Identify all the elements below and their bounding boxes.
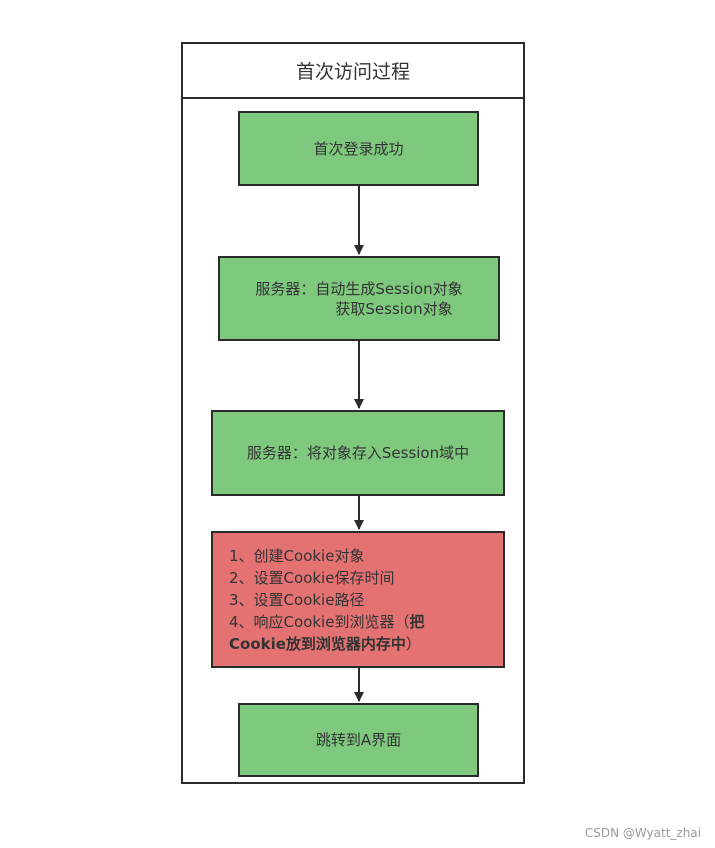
cookie-item-4-cont: Cookie放到浏览器内存中） [229,633,424,655]
cookie-item-3: 3、设置Cookie路径 [229,591,365,609]
cookie-item-4-suffix: ） [405,635,421,653]
cookie-item-4-bold-b: Cookie放到浏览器内存中 [229,635,406,653]
step-server-session: 服务器：自动生成Session对象 获取Session对象 [218,256,500,341]
cookie-item-1: 1、创建Cookie对象 [229,547,365,565]
cookie-item-2: 2、设置Cookie保存时间 [229,569,395,587]
step-server-session-line2: 获取Session对象 [335,299,453,318]
cookie-item-4-prefix: 4、响应Cookie到浏览器（ [229,613,410,631]
step-store-object-label: 服务器：将对象存入Session域中 [246,444,470,462]
step-server-session-line1: 服务器：自动生成Session对象 [255,279,463,298]
step-store-object: 服务器：将对象存入Session域中 [211,410,505,496]
step-cookie: 1、创建Cookie对象 2、设置Cookie保存时间 3、设置Cookie路径… [211,531,505,668]
watermark: CSDN @Wyatt_zhai [584,826,701,840]
step-redirect-label: 跳转到A界面 [315,731,402,749]
diagram-title: 首次访问过程 [183,44,523,99]
step-first-login-label: 首次登录成功 [313,139,404,158]
step-first-login: 首次登录成功 [238,111,479,186]
step-redirect: 跳转到A界面 [238,703,479,777]
cookie-item-4: 4、响应Cookie到浏览器（把 [229,611,424,633]
cookie-item-4-bold-a: 把 [409,613,425,631]
